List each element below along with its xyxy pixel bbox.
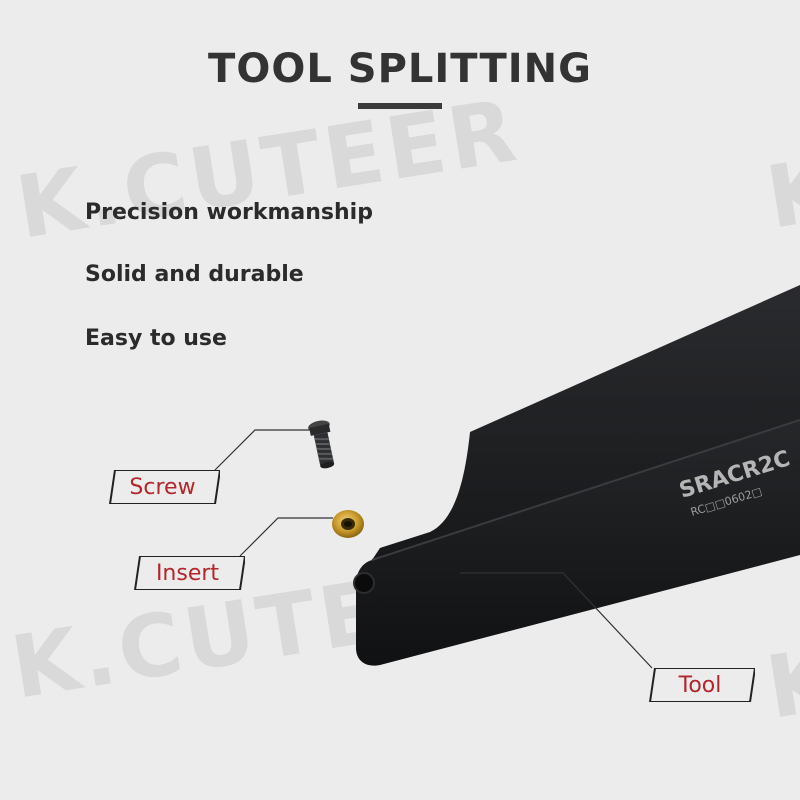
feature-durable: Solid and durable bbox=[85, 262, 304, 287]
callout-insert-label: Insert bbox=[155, 560, 220, 586]
tool-body-front bbox=[356, 420, 800, 666]
screw-leader-line bbox=[214, 429, 310, 471]
insert-leader-line bbox=[239, 517, 333, 557]
screw-part bbox=[308, 420, 335, 469]
tool-pocket bbox=[353, 572, 375, 594]
page-title: TOOL SPLITTING bbox=[208, 46, 592, 92]
feature-precision: Precision workmanship bbox=[85, 200, 373, 225]
callout-screw: Screw bbox=[105, 470, 220, 504]
tool-blade-top bbox=[372, 285, 800, 560]
callout-tool-label: Tool bbox=[678, 672, 722, 698]
callout-frame bbox=[133, 556, 245, 590]
callout-insert: Insert bbox=[130, 556, 245, 590]
callout-tool: Tool bbox=[645, 668, 755, 702]
callout-frame bbox=[648, 668, 755, 702]
insert-part bbox=[332, 510, 364, 538]
callout-screw-label: Screw bbox=[129, 474, 196, 500]
callout-frame bbox=[108, 470, 220, 504]
tool-edge-highlight bbox=[371, 419, 800, 561]
title-underline bbox=[358, 103, 442, 109]
tool-leader-line bbox=[460, 572, 653, 669]
feature-easy: Easy to use bbox=[85, 326, 227, 351]
